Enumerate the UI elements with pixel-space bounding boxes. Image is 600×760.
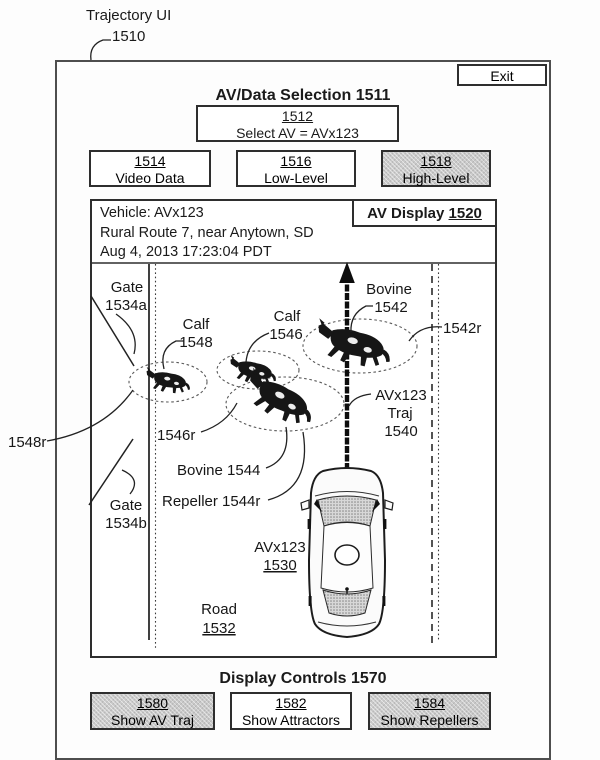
figure-title-ref: 1510 xyxy=(112,28,146,45)
high-level-button-label: High-Level xyxy=(402,170,470,186)
high-level-button-ref: 1518 xyxy=(420,153,452,169)
show-av-traj-button-label: Show AV Traj xyxy=(110,712,194,728)
exit-button[interactable]: Exit xyxy=(457,64,547,86)
low-level-button[interactable]: 1516 Low-Level xyxy=(236,150,356,187)
av-display-title-ref: 1520 xyxy=(448,205,482,222)
show-repellers-button-ref: 1584 xyxy=(413,695,446,711)
show-av-traj-button-ref: 1580 xyxy=(136,695,169,711)
vehicle-info-line: Vehicle: AVx123 xyxy=(100,205,204,221)
vehicle-info-block: Vehicle: AVx123 Rural Route 7, near Anyt… xyxy=(100,204,350,263)
video-data-button-label: Video Data xyxy=(115,170,185,186)
label-repeller-1548r: 1548r xyxy=(8,434,46,451)
video-data-button[interactable]: 1514 Video Data xyxy=(89,150,211,187)
low-level-button-label: Low-Level xyxy=(264,170,328,186)
select-av-ref: 1512 xyxy=(281,108,314,124)
high-level-button[interactable]: 1518 High-Level xyxy=(381,150,491,187)
select-av-value: Select AV = AVx123 xyxy=(236,125,359,141)
low-level-button-ref: 1516 xyxy=(280,153,312,169)
av-display-title: AV Display xyxy=(367,205,445,222)
show-repellers-button-label: Show Repellers xyxy=(380,712,479,728)
show-repellers-button[interactable]: 1584 Show Repellers xyxy=(368,692,491,730)
title-leader-line xyxy=(90,39,111,61)
display-controls-heading: Display Controls 1570 xyxy=(219,670,387,687)
av-data-selection-heading: AV/Data Selection 1511 xyxy=(215,87,391,104)
show-attractors-button-ref: 1582 xyxy=(275,695,307,711)
video-data-button-ref: 1514 xyxy=(134,153,166,169)
show-av-traj-button[interactable]: 1580 Show AV Traj xyxy=(90,692,215,730)
show-attractors-button-label: Show Attractors xyxy=(241,712,341,728)
figure-title: Trajectory UI xyxy=(86,7,172,24)
show-attractors-button[interactable]: 1582 Show Attractors xyxy=(230,692,352,730)
av-display-title-box: AV Display 1520 xyxy=(352,199,497,227)
select-av-box[interactable]: 1512 Select AV = AVx123 xyxy=(196,105,399,142)
vehicle-info-line: Rural Route 7, near Anytown, SD xyxy=(100,224,314,241)
vehicle-info-line: Aug 4, 2013 17:23:04 PDT xyxy=(100,244,272,260)
av-display-panel xyxy=(90,199,497,658)
